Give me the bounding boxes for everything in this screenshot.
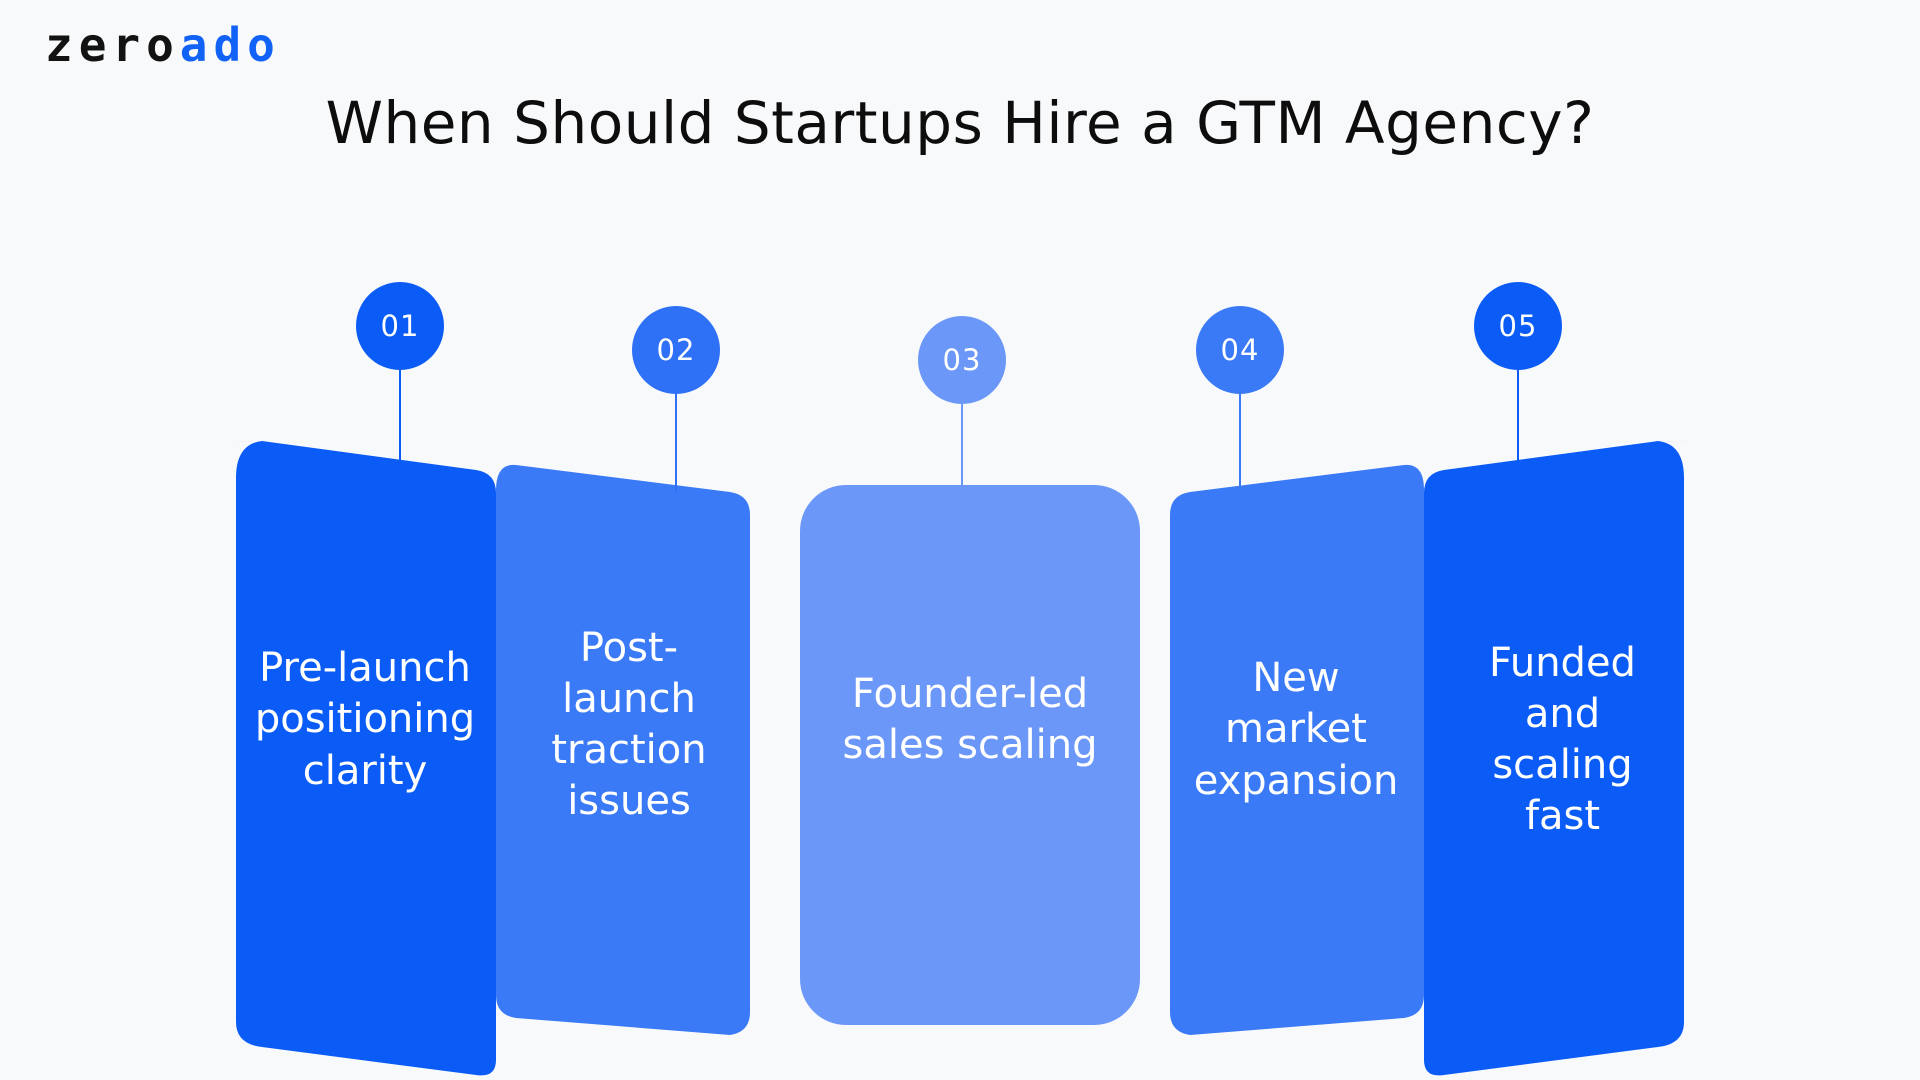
connector-stem-3 bbox=[961, 404, 963, 488]
step-badge-03[interactable]: 03 bbox=[918, 316, 1006, 404]
funnel-panel-shape-5 bbox=[1424, 441, 1684, 1076]
logo-text-primary: zero bbox=[45, 18, 180, 72]
connector-stem-5 bbox=[1517, 370, 1519, 470]
brand-logo: zeroado bbox=[45, 22, 281, 68]
connector-stem-1 bbox=[399, 370, 401, 470]
step-badge-05[interactable]: 05 bbox=[1474, 282, 1562, 370]
step-badge-04[interactable]: 04 bbox=[1196, 306, 1284, 394]
step-badge-02[interactable]: 02 bbox=[632, 306, 720, 394]
logo-text-accent: ado bbox=[179, 18, 281, 72]
page-title: When Should Startups Hire a GTM Agency? bbox=[325, 89, 1595, 157]
funnel-panel-shape-4 bbox=[1170, 464, 1424, 1035]
step-badge-01[interactable]: 01 bbox=[356, 282, 444, 370]
connector-stem-4 bbox=[1239, 394, 1241, 492]
funnel-panel-shape-1 bbox=[236, 441, 496, 1076]
connector-stem-2 bbox=[675, 394, 677, 492]
funnel-panel-shape-3 bbox=[800, 485, 1140, 1025]
funnel-panel-shape-2 bbox=[496, 464, 750, 1035]
